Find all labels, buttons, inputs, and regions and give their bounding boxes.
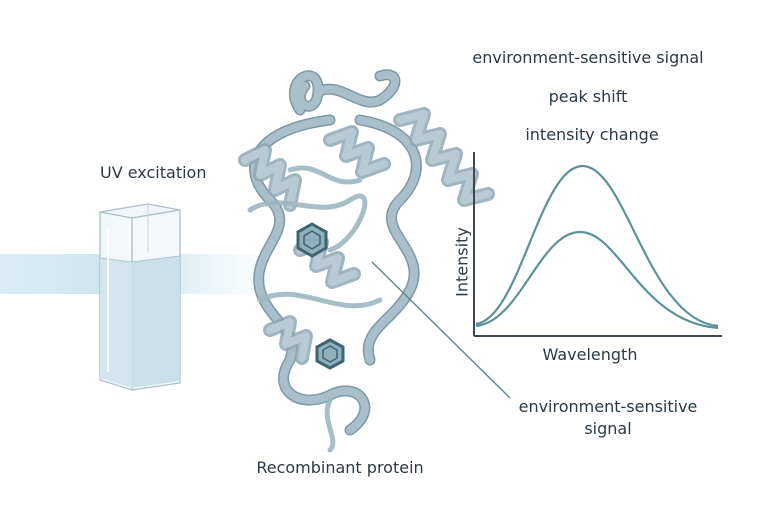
uv-excitation-label: UV excitation <box>100 163 207 182</box>
cuvette <box>99 203 181 391</box>
env-signal-top-label: environment-sensitive signal <box>472 48 704 67</box>
protein-structure <box>238 69 495 453</box>
callout-line1: environment-sensitive <box>518 397 698 416</box>
peak-shift-label: peak shift <box>548 87 628 106</box>
cuvette-liquid <box>100 258 132 388</box>
recombinant-protein-label: Recombinant protein <box>256 458 424 477</box>
spectrum-curve-low <box>475 230 719 330</box>
aromatic-ring-lower <box>315 338 345 370</box>
callout-line <box>371 261 511 399</box>
spectrum-graph <box>473 152 722 337</box>
y-axis-label: Intensity <box>452 227 472 297</box>
callout-label: environment-sensitive signal <box>519 396 698 440</box>
x-axis-label: Wavelength <box>542 345 638 364</box>
intensity-change-label: intensity change <box>525 125 659 144</box>
aromatic-ring-upper <box>296 222 328 258</box>
spectrum-curve-high <box>475 164 719 328</box>
callout-line2: signal <box>584 419 632 438</box>
